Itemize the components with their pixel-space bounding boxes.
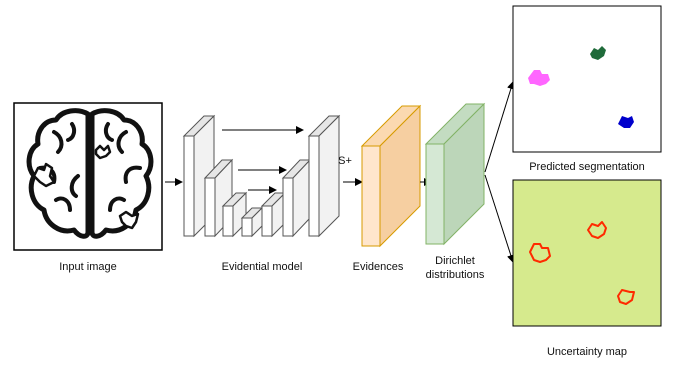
dirichlet-label-line2: distributions	[426, 269, 485, 281]
decoder-block-3	[308, 135, 320, 237]
uncert-outline-bottom	[617, 289, 635, 305]
bottleneck-block	[241, 217, 253, 237]
input-image-label: Input image	[59, 261, 116, 273]
pred-blob-pink	[528, 70, 550, 86]
dirichlet-label-line1: Dirichlet	[435, 255, 475, 267]
evidences-block	[360, 104, 422, 248]
input-image	[13, 102, 163, 251]
decoder-block-1	[261, 205, 273, 237]
evidential-model-label: Evidential model	[222, 261, 303, 273]
dirichlet-face	[425, 143, 445, 245]
predicted-segmentation-label: Predicted segmentation	[529, 161, 645, 173]
lesion-left	[32, 162, 56, 188]
uncertainty-map-frame	[512, 179, 662, 327]
pred-blob-blue	[618, 116, 634, 128]
lesion-top	[94, 144, 112, 160]
dirichlet-block	[424, 102, 486, 246]
pred-blob-green	[590, 46, 606, 60]
lesion-outlines	[32, 144, 140, 230]
decoder-block-3-side	[318, 114, 340, 238]
encoder-block-2	[204, 177, 216, 237]
uncertainty-outlines	[529, 221, 635, 305]
uncert-outline-top	[587, 221, 607, 239]
encoder-block-1	[183, 135, 195, 237]
splus-label: S+	[338, 155, 352, 167]
evidences-label: Evidences	[353, 261, 404, 273]
brain-icon	[26, 108, 154, 239]
lesion-bottom	[118, 210, 140, 230]
uncertainty-map-label: Uncertainty map	[547, 346, 627, 358]
uncert-outline-left	[529, 243, 551, 263]
evidential-model	[182, 114, 341, 238]
evidences-face	[361, 145, 381, 247]
arrow-to-predicted	[484, 81, 515, 173]
encoder-block-3	[222, 205, 234, 237]
arrow-to-uncertainty	[484, 174, 515, 263]
decoder-block-2	[282, 177, 294, 237]
